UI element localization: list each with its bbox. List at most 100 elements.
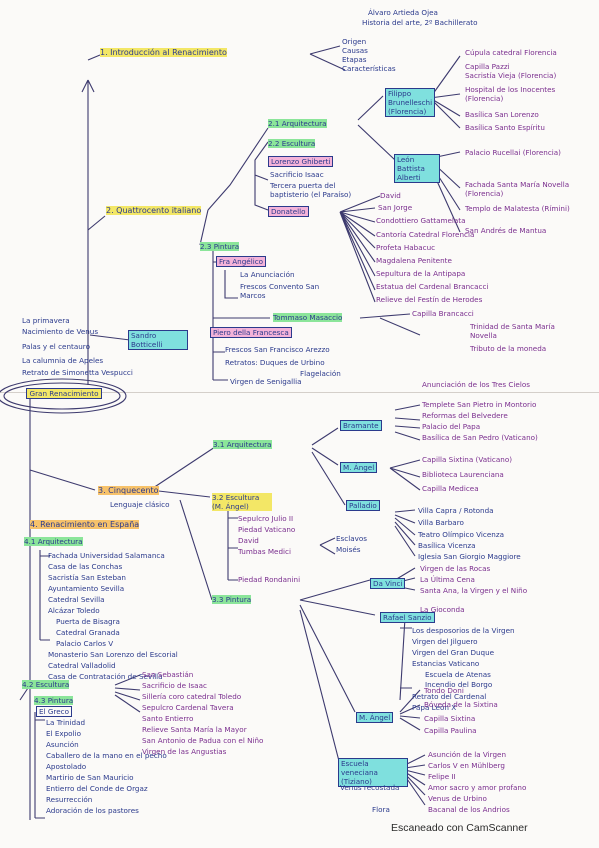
work: Palas y el centauro	[22, 342, 90, 351]
work: La calumnia de Apeles	[22, 356, 104, 365]
work: Sepulcro Cardenal Tavera	[142, 703, 234, 712]
davinci-label: Da Vinci	[370, 578, 406, 589]
work-note: Venus recostada	[340, 783, 400, 792]
work: Los desposorios de la Virgen	[412, 626, 515, 635]
work: Tercera puerta del baptisterio (el Paraí…	[270, 181, 352, 199]
work: Palacio Carlos V	[56, 639, 114, 648]
arch-2-1-label: 2.1 Arquitectura	[268, 119, 327, 128]
work: Iglesia San Giorgio Maggiore	[418, 552, 521, 561]
work: Ayuntamiento Sevilla	[48, 584, 125, 593]
work: Nacimiento de Venus	[22, 327, 99, 336]
work: Tributo de la moneda	[470, 344, 547, 353]
work: Basílica Santo Espíritu	[465, 123, 545, 132]
work: Villa Barbaro	[418, 518, 464, 527]
work: Martirio de San Mauricio	[46, 773, 134, 782]
work: Virgen de Senigallia	[230, 377, 302, 386]
work: Catedral Granada	[56, 628, 120, 637]
work: Apostolado	[46, 762, 87, 771]
work: La Trinidad	[46, 718, 86, 727]
miguel-angel-label: M. Ángel	[340, 462, 378, 473]
work: Moisés	[336, 545, 361, 554]
sec1-item: Causas	[342, 46, 368, 55]
esc-2-2-label: 2.2 Escultura	[268, 139, 316, 148]
work: Catedral Sevilla	[48, 595, 105, 604]
work: Basílica de San Pedro (Vaticano)	[422, 433, 538, 442]
scanner-watermark: Escaneado con CamScanner	[391, 822, 528, 834]
work: Incendio del Borgo	[425, 680, 493, 689]
work: Retratos: Duques de Urbino	[225, 358, 325, 367]
ghiberti-label: Lorenzo Ghiberti	[268, 156, 334, 167]
work: Retrato de Simonetta Vespucci	[22, 368, 133, 377]
pin-3-3-label: 3.3 Pintura	[212, 595, 252, 604]
work: Virgen del Jilguero	[412, 637, 478, 646]
work: David	[238, 536, 259, 545]
sec1-item: Etapas	[342, 55, 367, 64]
work: Santo Entierro	[142, 714, 194, 723]
work: Fachada Santa María Novella (Florencia)	[465, 180, 570, 198]
work: La Anunciación	[240, 270, 295, 279]
work: Virgen del Gran Duque	[412, 648, 495, 657]
work: Piedad Vaticano	[238, 525, 296, 534]
pin-2-3-label: 2.3 Pintura	[200, 242, 240, 251]
work: Bóveda de la Sixtina	[424, 700, 498, 709]
work: Basílica Vicenza	[418, 541, 476, 550]
work: Papa León X	[412, 703, 457, 712]
work: Capilla Sixtina	[424, 714, 476, 723]
work: Retrato del Cardenal	[412, 692, 487, 701]
work: Profeta Habacuc	[376, 243, 436, 252]
venecia-label: Escuela veneciana (Tiziano)	[338, 758, 408, 787]
work: San Andrés de Mantua	[465, 226, 547, 235]
work: Sepultura de la Antipapa	[376, 269, 466, 278]
work: Capilla Sixtina (Vaticano)	[422, 455, 513, 464]
center-node: Gran Renacimiento	[26, 388, 102, 399]
work: Sacristía San Esteban	[48, 573, 126, 582]
work: La Última Cena	[420, 575, 475, 584]
work: Entierro del Conde de Orgaz	[46, 784, 148, 793]
work: Amor sacro y amor profano	[428, 783, 527, 792]
work: Sacrificio de Isaac	[142, 681, 207, 690]
work: Resurrección	[46, 795, 93, 804]
work: Esclavos	[336, 534, 368, 543]
work: Virgen de las Angustias	[142, 747, 227, 756]
donatello-label: Donatello	[268, 206, 309, 217]
work: Piedad Rondanini	[238, 575, 301, 584]
francesca-label: Piero della Francesca	[210, 327, 292, 338]
work: Condottiero Gattamelata	[376, 216, 466, 225]
pin-4-3-label: 4.3 Pintura	[34, 696, 74, 705]
botticelli-label: Sandro Botticelli	[128, 330, 188, 350]
work: Frescos San Francisco Arezzo	[225, 345, 330, 354]
work: La Gioconda	[420, 605, 465, 614]
work: Adoración de los pastores	[46, 806, 139, 815]
work: Cantoría Catedral Florencia	[376, 230, 475, 239]
work: Capilla Medicea	[422, 484, 479, 493]
work: San Sebastián	[142, 670, 194, 679]
sec4-label: 4. Renacimiento en España	[30, 520, 140, 529]
work: Relieve del Festín de Herodes	[376, 295, 483, 304]
page-fold	[0, 392, 599, 393]
work: Virgen de las Rocas	[420, 564, 491, 573]
sec1-label: 1. Introducción al Renacimiento	[100, 48, 227, 57]
work: Villa Capra / Rotonda	[418, 506, 494, 515]
work: Cúpula catedral Florencia	[465, 48, 557, 57]
work: Frescos Convento San Marcos	[240, 282, 320, 300]
arch-4-1-label: 4.1 Arquitectura	[24, 537, 83, 546]
work: El Expolio	[46, 729, 81, 738]
author-name: Álvaro Artieda Ojea	[368, 8, 438, 17]
work: Estancias Vaticano	[412, 659, 480, 668]
work: Asunción	[46, 740, 79, 749]
work: Santa Ana, la Virgen y el Niño	[420, 586, 528, 595]
work: Palacio Rucellai (Florencia)	[465, 148, 561, 157]
arch-3-1-label: 3.1 Arquitectura	[213, 440, 272, 449]
brunelleschi-label: Filippo Brunelleschi (Florencia)	[385, 88, 435, 117]
work: Templete San Pietro in Montorio	[422, 400, 537, 409]
work: Alcázar Toledo	[48, 606, 100, 615]
work: Sacrificio Isaac	[270, 170, 324, 179]
el-greco-label: El Greco	[36, 706, 72, 717]
esc-4-2-label: 4.2 Escultura	[22, 680, 70, 689]
work: Palacio del Papa	[422, 422, 481, 431]
work: La primavera	[22, 316, 70, 325]
work: Casa de Contratación de Sevilla	[48, 672, 163, 681]
course-title: Historia del arte, 2º Bachillerato	[362, 18, 478, 27]
